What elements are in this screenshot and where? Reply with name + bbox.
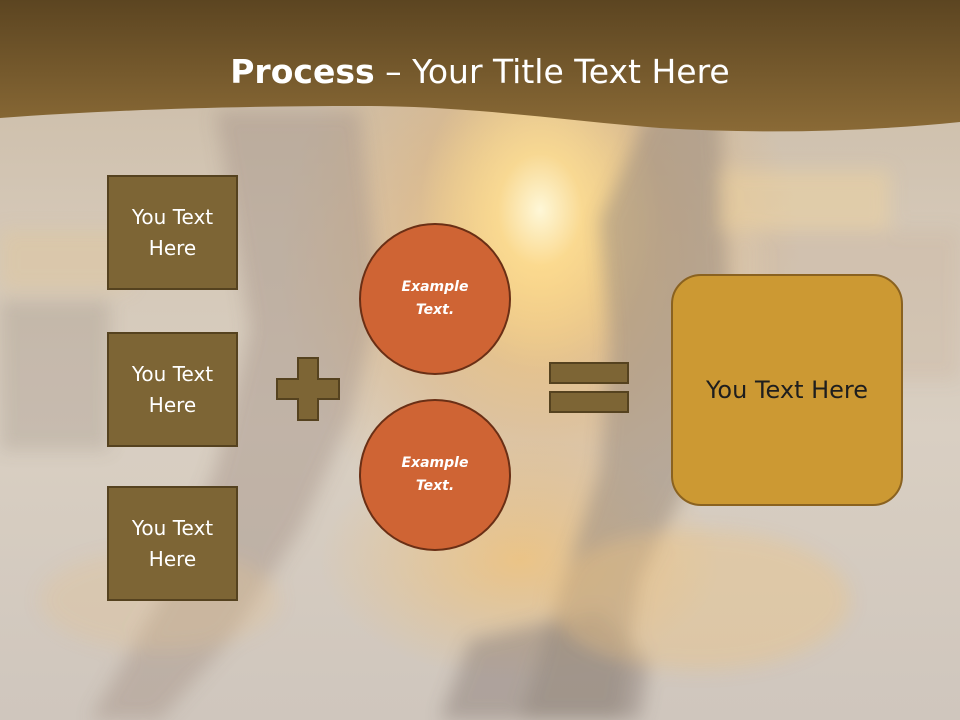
input-box-label: You Text Here <box>131 361 214 417</box>
input-box-label: You Text Here <box>131 204 214 260</box>
input-box-1: You Text Here <box>107 175 238 290</box>
equals-icon <box>549 362 629 413</box>
title-rest: – Your Title Text Here <box>374 52 730 91</box>
input-box-label: You Text Here <box>131 515 214 571</box>
example-circle-1: Example Text. <box>359 223 511 375</box>
title-bold: Process <box>230 52 375 91</box>
example-circle-2: Example Text. <box>359 399 511 551</box>
input-box-3: You Text Here <box>107 486 238 601</box>
result-label: You Text Here <box>705 376 869 404</box>
title-band <box>0 0 960 132</box>
plus-icon <box>276 357 340 421</box>
circle-label: Example Text. <box>401 454 469 494</box>
circle-label: Example Text. <box>401 278 469 318</box>
page-title: Process – Your Title Text Here <box>0 52 960 91</box>
input-box-2: You Text Here <box>107 332 238 447</box>
result-box: You Text Here <box>671 274 903 506</box>
